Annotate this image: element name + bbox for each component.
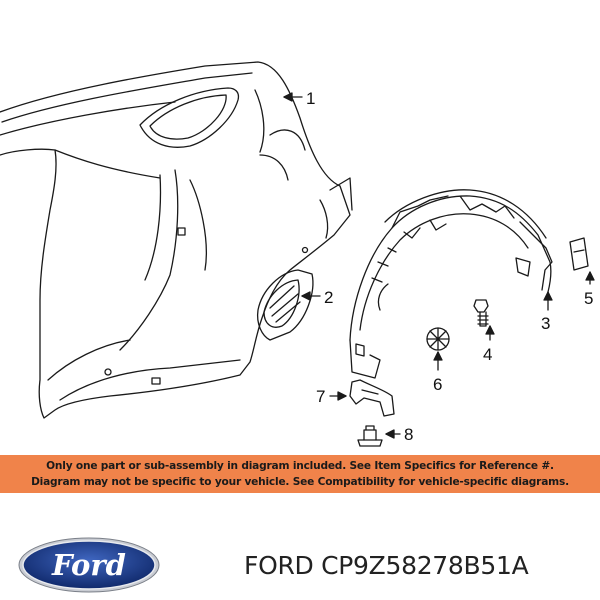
callout-4: 4 [483,345,492,364]
callout-8: 8 [404,425,413,444]
bracket-part [349,379,395,417]
bolt-part [473,299,489,327]
wheel-liner-part [349,189,553,379]
plug-part [426,327,450,351]
callout-6: 6 [433,375,442,394]
fuel-door-part [256,269,314,341]
callout-5: 5 [584,289,593,308]
ford-logo: Ford [18,537,160,593]
disclaimer-line-2: Diagram may not be specific to your vehi… [31,476,569,488]
leader-lines [283,92,595,439]
disclaimer-line-1: Only one part or sub-assembly in diagram… [46,460,554,472]
push-pin-part [357,425,383,447]
quarter-panel-part [0,61,353,419]
footer: Ford FORD CP9Z58278B51A [0,493,600,600]
callout-7: 7 [316,387,325,406]
part-number-title: FORD CP9Z58278B51A [244,551,529,580]
callout-1: 1 [306,89,315,108]
parts-diagram: 1 2 3 4 5 6 7 8 [0,61,595,447]
callout-2: 2 [324,288,333,307]
ford-logo-script: Ford [51,548,126,582]
callout-3: 3 [541,314,550,333]
disclaimer-banner: Only one part or sub-assembly in diagram… [0,455,600,493]
clip-part [569,237,589,271]
